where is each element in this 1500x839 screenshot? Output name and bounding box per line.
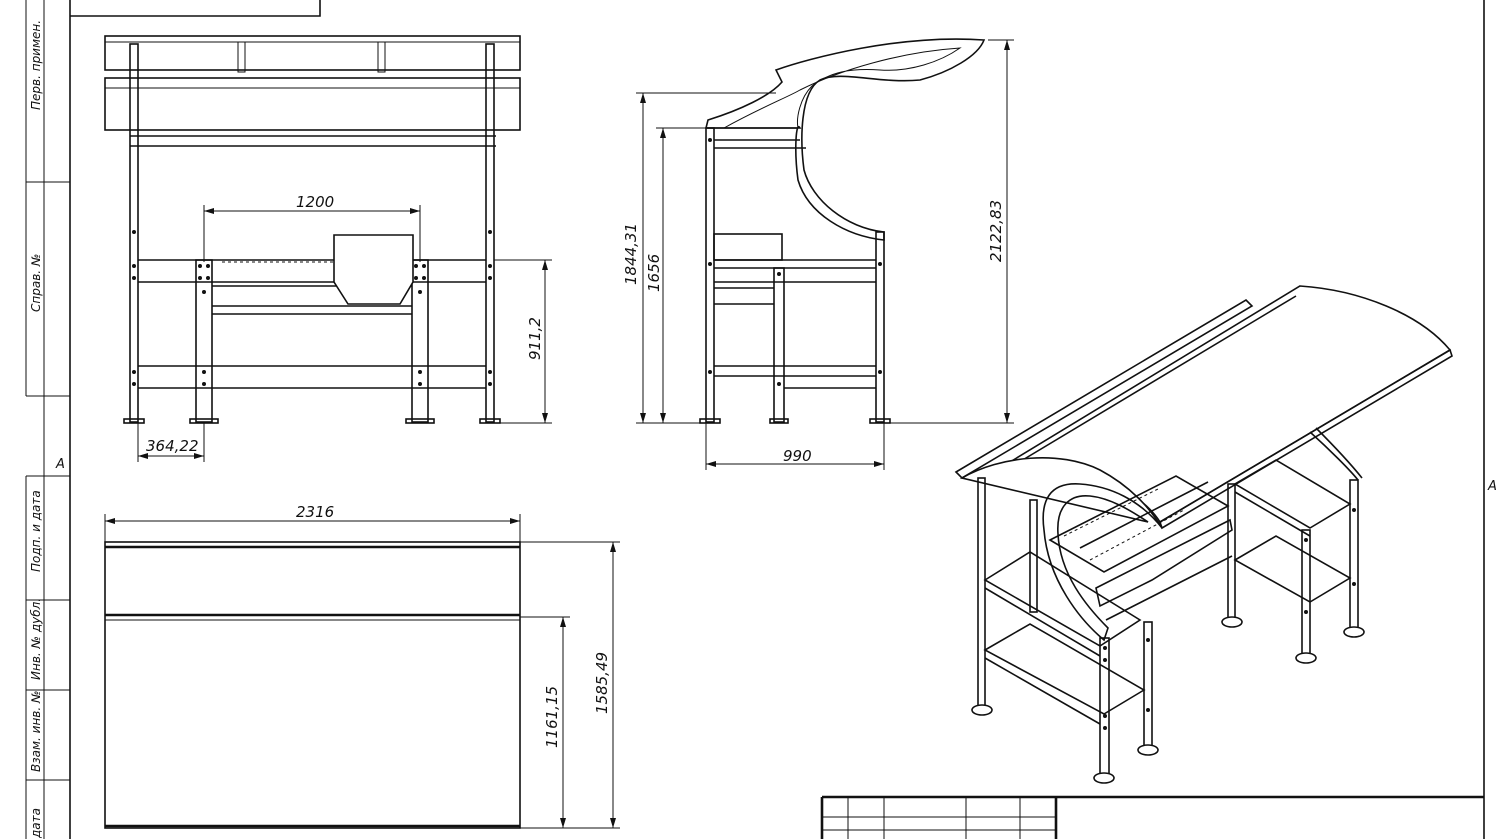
- sheet-frame: [25, 0, 1485, 839]
- front-bolts: [132, 230, 492, 386]
- dim-1844-31: 1844,31: [622, 223, 640, 285]
- dim-990: 990: [783, 447, 812, 465]
- stamp-label-vzam-inv: Взам. инв. №: [29, 691, 43, 772]
- dim-1656: 1656: [645, 254, 663, 292]
- front-view: 1200 911,2 364,22: [104, 35, 552, 462]
- title-block: [820, 795, 1484, 839]
- side-stamp: Перв. примен. Справ. № Подп. и дата Инв.…: [29, 20, 43, 839]
- dim-2122-83: 2122,83: [987, 200, 1005, 262]
- plan-dimensions: 2316 1161,15 1585,49: [104, 503, 620, 829]
- dim-1585-49: 1585,49: [593, 652, 611, 714]
- zone-mark-left: А: [55, 457, 65, 472]
- dim-1161-15: 1161,15: [543, 686, 561, 748]
- dim-1200: 1200: [296, 193, 334, 211]
- dim-364-22: 364,22: [146, 437, 199, 455]
- stamp-label-podp-data: Подп. и дата: [29, 490, 43, 572]
- stamp-label-data: дата: [29, 808, 43, 839]
- dim-911-2: 911,2: [526, 317, 544, 360]
- isometric-view: [954, 285, 1453, 784]
- front-dimensions: 1200 911,2 364,22: [137, 193, 552, 462]
- stamp-label-sprav: Справ. №: [29, 254, 43, 312]
- stamp-label-perv-primen: Перв. примен.: [29, 20, 43, 110]
- stamp-label-inv-dubl: Инв. № дубл.: [29, 598, 43, 680]
- dim-2316: 2316: [296, 503, 334, 521]
- side-dimensions: 1844,31 1656 2122,83 990: [622, 39, 1014, 470]
- plan-view: 2316 1161,15 1585,49: [104, 503, 620, 829]
- zone-mark-right: А: [1487, 479, 1497, 494]
- side-view: 1844,31 1656 2122,83 990: [622, 38, 1014, 470]
